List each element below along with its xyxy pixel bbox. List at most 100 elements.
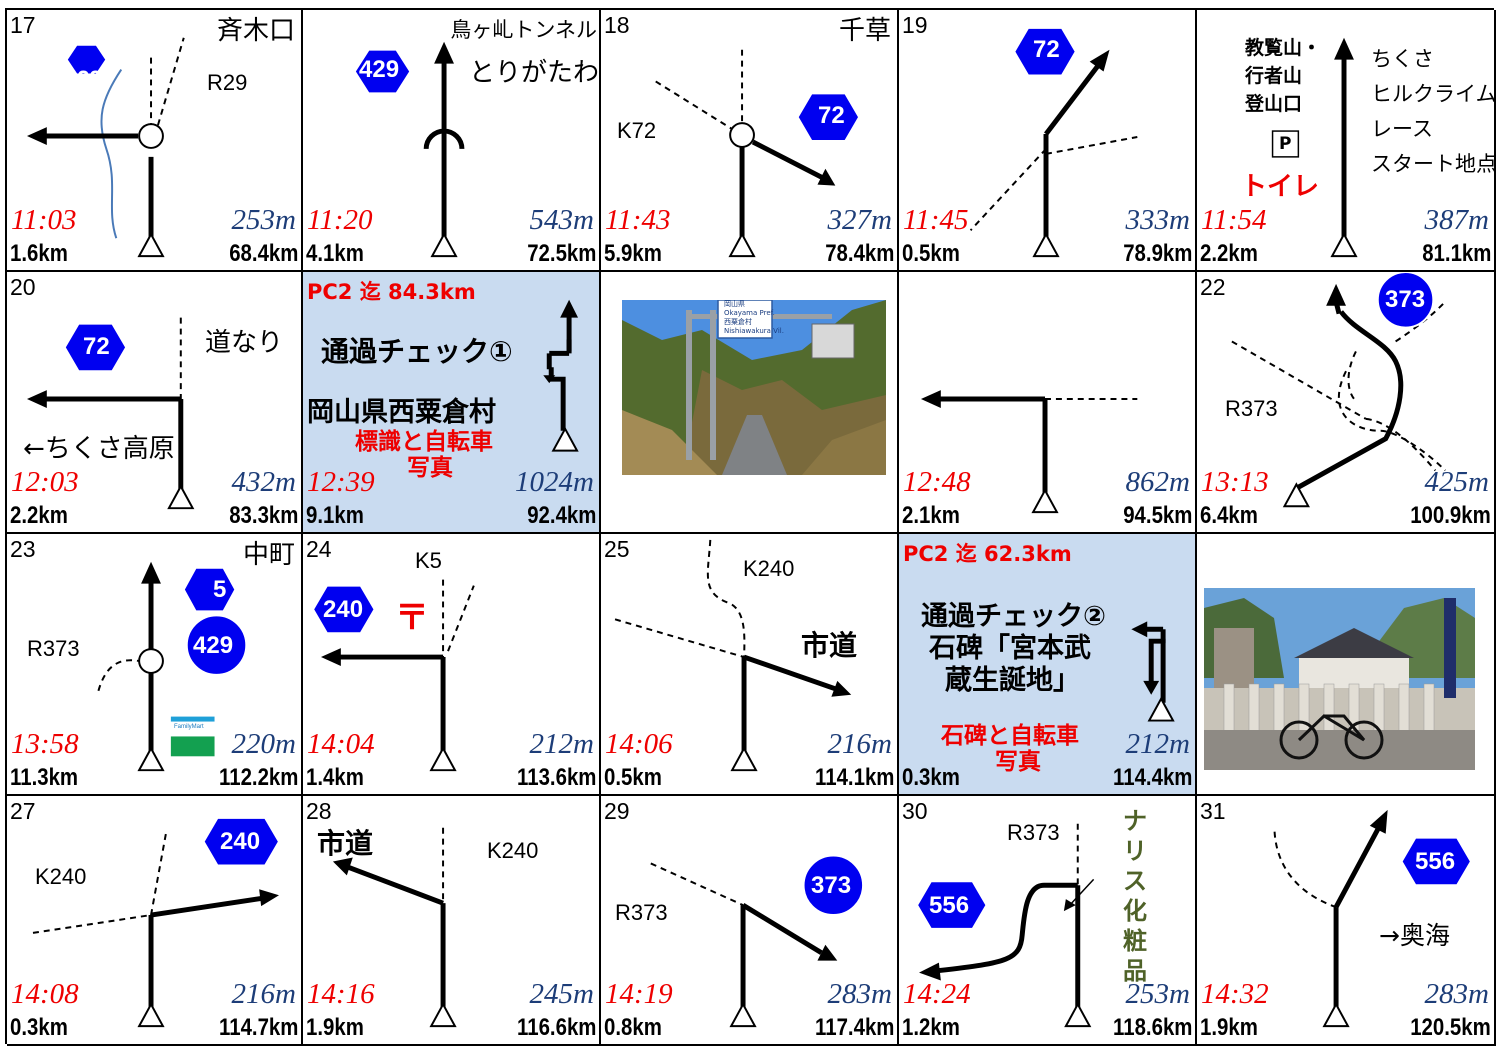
segment-distance: 5.9km [604, 240, 662, 267]
check-location: 石碑「宮本武 [929, 633, 1091, 664]
cue-cell-27: 240 K240 27 14:08 216m 0.3km 114.7km [7, 796, 303, 1046]
elevation: 862m [1125, 466, 1190, 498]
route-badge-556: 556 [929, 892, 970, 919]
route-diagram [1231, 272, 1446, 508]
cue-cell-28: 市道 K240 28 14:16 245m 1.9km 116.6km [303, 796, 601, 1046]
total-distance: 72.5km [526, 240, 596, 267]
route-badge-373: 373 [811, 872, 852, 899]
cue-cell-17: 429 R29 17 斉木口 11:03 253m 1.6km 68.4km [7, 10, 303, 272]
cue-number: 18 [604, 12, 630, 38]
route-badge-240: 240 [323, 596, 364, 623]
segment-distance: 0.8km [604, 1014, 662, 1041]
arrival-time: 14:04 [307, 728, 375, 760]
elevation: 216m [231, 978, 296, 1010]
route-badge-373: 373 [1385, 286, 1426, 313]
direction-note: 道なり [205, 328, 284, 358]
elevation: 283m [827, 978, 892, 1010]
photo-prefecture-sign: 岡山県 Okayama Pref. 西粟倉村 Nishiawakura Vil. [622, 300, 886, 475]
total-distance: 117.4km [814, 1014, 894, 1041]
segment-distance: 0.5km [902, 240, 960, 267]
route-diagram [26, 37, 185, 258]
arrival-time: 12:03 [11, 466, 79, 498]
route-diagram [26, 317, 195, 510]
elevation: 333m [1125, 204, 1190, 236]
arrival-time: 14:19 [605, 978, 673, 1010]
cue-number: 20 [10, 274, 36, 300]
check-instruction: 標識と自転車 [355, 429, 493, 455]
segment-distance: 0.3km [902, 764, 960, 791]
arrival-time: 14:32 [1201, 978, 1269, 1010]
segment-distance: 2.2km [10, 502, 68, 529]
route-badge-240: 240 [220, 828, 261, 855]
check-instruction: 石碑と自転車 [941, 723, 1079, 749]
elevation: 543m [529, 204, 594, 236]
total-distance: 78.9km [1122, 240, 1192, 267]
route-badge-429: 429 [193, 632, 234, 659]
cue-number: 31 [1200, 798, 1226, 824]
segment-distance: 1.6km [10, 240, 68, 267]
total-distance: 92.4km [526, 502, 596, 529]
segment-distance: 2.2km [1200, 240, 1258, 267]
total-distance: 83.3km [228, 502, 298, 529]
cue-number: 30 [902, 798, 928, 824]
elevation: 212m [529, 728, 594, 760]
cue-cell-19: 72 19 11:45 333m 0.5km 78.9km [899, 10, 1197, 272]
cue-number: 29 [604, 798, 630, 824]
route-badge-429: 429 [359, 56, 400, 83]
cue-cell-29: 373 R373 29 14:19 283m 0.8km 117.4km [601, 796, 899, 1046]
total-distance: 120.5km [1410, 1014, 1491, 1041]
pc-distance: PC2 迄 62.3km [903, 542, 1072, 566]
elevation: 216m [827, 728, 892, 760]
race-start-label: ちくさ ヒルクライム レース スタート地点 [1371, 47, 1496, 176]
arrival-time: 14:06 [605, 728, 673, 760]
arrival-time: 12:39 [307, 466, 375, 498]
destination-label: →奥海 [1379, 921, 1450, 950]
road-note: 市道 [801, 629, 858, 662]
arrival-time: 14:24 [903, 978, 971, 1010]
cue-number: 23 [10, 536, 36, 562]
route-label: R373 [1007, 820, 1060, 845]
route-label: R373 [615, 900, 668, 925]
route-badge-5: 5 [213, 576, 227, 603]
route-badge-72: 72 [83, 333, 110, 360]
route-label: K5 [415, 548, 442, 573]
total-distance: 116.6km [516, 1014, 596, 1041]
route-diagram [1273, 809, 1473, 1028]
elevation: 283m [1424, 978, 1489, 1010]
elevation: 253m [231, 204, 296, 236]
segment-distance: 0.3km [10, 1014, 68, 1041]
cue-number: 27 [10, 798, 36, 824]
total-distance: 114.4km [1112, 764, 1192, 791]
elevation: 1024m [515, 466, 594, 498]
route-badge-72: 72 [1033, 36, 1060, 63]
place-name: 千草 [838, 16, 891, 46]
arrival-time: 11:20 [307, 204, 373, 236]
cue-cell-tunnel: 429 鳥ヶ乢トンネル とりがたわ 11:20 543m 4.1km 72.5k… [303, 10, 601, 272]
total-distance: 112.2km [218, 764, 298, 791]
route-diagram [543, 299, 579, 452]
tunnel-name: 鳥ヶ乢トンネル [450, 18, 597, 42]
cue-cell-trailhead: P 教覧山・ 行者山 登山口 トイレ ちくさ ヒルクライム レース スタート地点… [1197, 10, 1496, 272]
cue-number: 17 [10, 12, 36, 38]
route-label: K240 [743, 556, 795, 581]
landmark-label: ナ リ ス 化 粧 品 [1123, 807, 1147, 985]
cue-number: 28 [306, 798, 332, 824]
arrival-time: 14:16 [307, 978, 375, 1010]
arrival-time: 13:58 [11, 728, 79, 760]
photo-cell-sign: 岡山県 Okayama Pref. 西粟倉村 Nishiawakura Vil. [601, 272, 899, 534]
segment-distance: 2.1km [902, 502, 960, 529]
photo-stone-monument [1204, 588, 1475, 770]
route-diagram [32, 816, 281, 1028]
route-diagram [332, 827, 457, 1028]
elevation: 212m [1125, 728, 1190, 760]
total-distance: 81.1km [1421, 240, 1491, 267]
route-diagram [353, 41, 465, 258]
cue-cell-23: 5 429 FamilyMart R373 23 中町 13:58 220m 1… [7, 534, 303, 796]
check-instruction-2: 写真 [995, 749, 1041, 775]
elevation: 387m [1424, 204, 1489, 236]
segment-distance: 9.1km [306, 502, 364, 529]
cue-cell-25: K240 市道 25 14:06 216m 0.5km 114.1km [601, 534, 899, 796]
total-distance: 94.5km [1122, 502, 1192, 529]
route-badge-72: 72 [818, 102, 845, 129]
toilet-label: トイレ [1241, 172, 1320, 202]
